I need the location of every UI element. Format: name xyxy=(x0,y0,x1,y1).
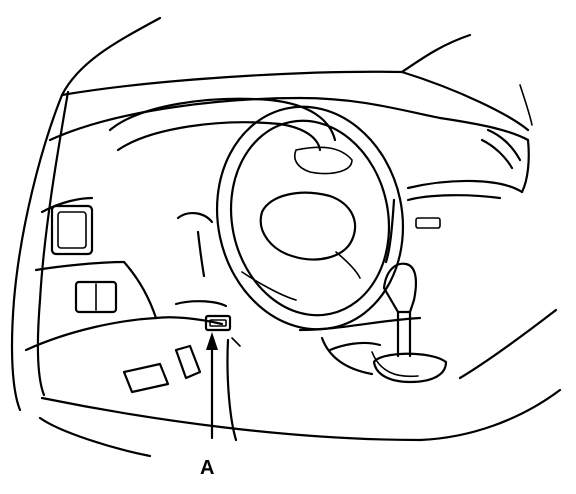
dashboard-top xyxy=(48,96,530,194)
left-dash-panel xyxy=(34,196,158,320)
instrument-cluster-hood xyxy=(108,97,353,175)
right-dash-details xyxy=(384,128,522,264)
windshield-edge xyxy=(60,33,533,132)
steering-column xyxy=(176,212,214,278)
callout-a-arrow xyxy=(206,332,218,440)
lower-dash xyxy=(24,300,228,352)
data-link-connector xyxy=(204,314,241,347)
a-pillar xyxy=(10,16,162,412)
callout-label-a: A xyxy=(200,457,214,479)
gear-shifter xyxy=(372,262,448,384)
floor xyxy=(38,308,562,458)
steering-wheel xyxy=(215,105,405,331)
pedals xyxy=(122,344,202,394)
